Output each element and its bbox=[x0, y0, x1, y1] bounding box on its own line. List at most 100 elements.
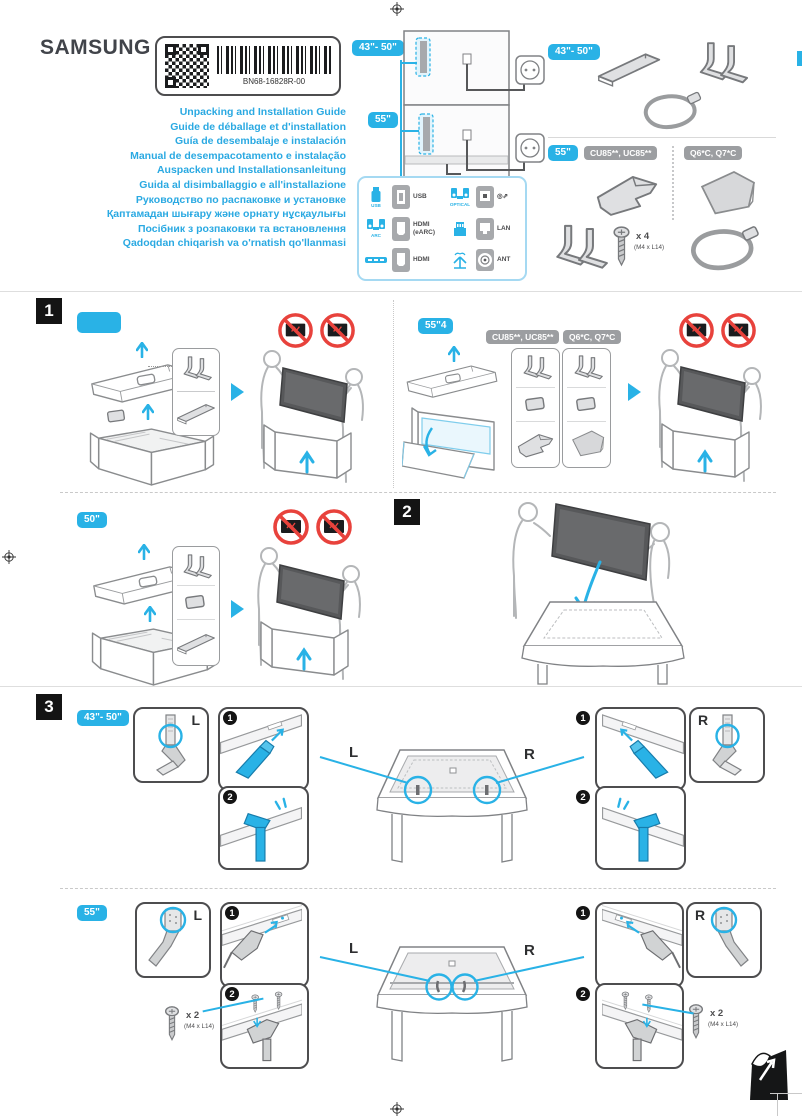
section-divider bbox=[0, 291, 802, 292]
registration-mark bbox=[390, 1102, 404, 1116]
section-divider bbox=[60, 888, 776, 889]
substep-1-badge: 1 bbox=[225, 906, 239, 920]
arc-speakers-icon: ARC bbox=[363, 218, 389, 238]
hdmi-port-icon bbox=[391, 247, 411, 273]
title-line: Қаптамадан шығару және орнату нұсқаулығы bbox=[106, 208, 346, 221]
registration-mark bbox=[390, 2, 404, 16]
right-marker-label: R bbox=[524, 942, 535, 959]
crop-mark bbox=[777, 1093, 778, 1116]
bracket-part-icon bbox=[517, 434, 554, 458]
divider bbox=[548, 137, 776, 138]
usb-device-icon: USB bbox=[363, 186, 389, 208]
stand-legs-icon bbox=[699, 42, 749, 84]
screw-icon bbox=[164, 1006, 180, 1041]
screw-icon bbox=[613, 226, 630, 266]
stand-legs-icon bbox=[556, 224, 608, 269]
qr-code-icon bbox=[165, 44, 209, 88]
right-marker-label: R bbox=[695, 907, 706, 923]
step-panel-2 bbox=[595, 983, 684, 1069]
plate-part-icon bbox=[701, 171, 755, 215]
barcode bbox=[217, 46, 331, 74]
model-badge-cu85: CU85**, UC85** bbox=[486, 330, 560, 344]
divider bbox=[672, 146, 674, 220]
callout-line bbox=[148, 366, 174, 367]
stand-leg-left-panel: L bbox=[135, 902, 211, 978]
screw-spec: (M4 x L14) bbox=[184, 1023, 215, 1030]
tv-back-diagram-55 bbox=[403, 104, 545, 184]
title-line: Manual de desempacotamento e instalação bbox=[130, 149, 346, 162]
title-line: Руководство по распаковке и установке bbox=[135, 193, 346, 206]
section-divider bbox=[0, 686, 802, 687]
substep-1-badge: 1 bbox=[223, 711, 237, 725]
accessories-size-badge-43-50: 43"- 50" bbox=[548, 44, 600, 60]
port-row-ant: ANT bbox=[445, 244, 529, 276]
screw-count: x 2 bbox=[710, 1008, 724, 1019]
screw-count: x 2 bbox=[186, 1010, 200, 1021]
title-line: Посібник з розпаковки та встановлення bbox=[137, 222, 346, 235]
port-row-hdmi-earc: ARC HDMI (eARC) bbox=[361, 213, 445, 245]
size-badge-55: 55" bbox=[368, 112, 398, 128]
title-list: Unpacking and Installation Guide Guide d… bbox=[60, 105, 346, 251]
stand-legs-icon bbox=[523, 355, 552, 380]
port-row-usb: USB USB bbox=[361, 181, 445, 213]
crop-mark bbox=[770, 1093, 802, 1094]
page-edge-mark bbox=[797, 51, 802, 66]
model-badge-q6: Q6*C, Q7*C bbox=[563, 330, 622, 344]
model-badge-q6: Q6*C, Q7*C bbox=[684, 146, 743, 160]
stand-leg-left-panel: L bbox=[133, 707, 209, 783]
hdmi-port-icon bbox=[391, 216, 411, 242]
wall-outlet-icon bbox=[515, 55, 545, 85]
step-2-number: 2 bbox=[394, 499, 420, 525]
substep-2-badge: 2 bbox=[576, 987, 590, 1001]
screw-spec: (M4 x L14) bbox=[634, 244, 665, 251]
screw-count: x 4 bbox=[636, 231, 650, 242]
accessories-43-50-parts bbox=[597, 42, 749, 130]
tv-back-diagram-43-50 bbox=[403, 30, 545, 106]
step-panel-2 bbox=[595, 786, 686, 870]
parts-panel-q6 bbox=[562, 348, 611, 468]
soundbar-icon bbox=[363, 255, 389, 265]
size-badge-55-variant: 55"4 bbox=[418, 318, 454, 334]
lan-plug-icon bbox=[447, 221, 473, 237]
insert-bracket-illustration bbox=[602, 904, 682, 969]
title-line: Qadoqdan chiqarish va o'rnatish qo'llanm… bbox=[122, 237, 346, 250]
page-turn-icon bbox=[750, 1050, 788, 1100]
section-divider bbox=[60, 492, 776, 493]
stand-slide-bar-icon bbox=[597, 53, 661, 87]
right-marker-label: R bbox=[698, 712, 709, 728]
size-badge-43-50: 43"- 50" bbox=[77, 710, 129, 726]
stand-legs-icon bbox=[574, 355, 603, 380]
parts-panel bbox=[172, 546, 220, 666]
right-marker-label: R bbox=[524, 746, 535, 763]
people-lifting-tv-illustration bbox=[657, 348, 763, 483]
stand-slide-bar-icon bbox=[177, 404, 215, 425]
size-badge-blank bbox=[77, 312, 121, 333]
lock-stand-illustration bbox=[602, 797, 684, 863]
substep-2-badge: 2 bbox=[576, 790, 590, 804]
substep-2-badge: 2 bbox=[225, 987, 239, 1001]
port-row-optical: OPTICAL ◎⇗ bbox=[445, 181, 529, 213]
left-marker-label: L bbox=[349, 744, 359, 761]
stand-legs-icon bbox=[183, 554, 212, 579]
stand-legs-icon bbox=[183, 356, 212, 381]
port-row-lan: LAN bbox=[445, 213, 529, 245]
title-line: Guía de desembalaje e instalación bbox=[175, 135, 346, 148]
play-arrow-icon bbox=[231, 600, 244, 618]
people-lifting-tv-illustration bbox=[259, 349, 365, 484]
accessories-size-badge-55: 55" bbox=[548, 145, 578, 161]
insert-stand-illustration bbox=[602, 713, 684, 780]
registration-mark bbox=[2, 550, 16, 564]
usb-port-icon bbox=[391, 184, 411, 210]
power-cord-icon bbox=[643, 90, 702, 130]
power-cord-icon bbox=[684, 224, 760, 276]
screw-stand-illustration bbox=[602, 985, 682, 1062]
optical-speakers-icon: OPTICAL bbox=[447, 187, 473, 207]
stand-leg-right-panel: R bbox=[689, 707, 765, 783]
port-row-hdmi: HDMI bbox=[361, 244, 445, 276]
product-label: BN68-16828R-00 bbox=[155, 36, 341, 96]
left-marker-label: L bbox=[193, 907, 202, 923]
substep-1-badge: 1 bbox=[576, 711, 590, 725]
ant-port-icon bbox=[475, 248, 495, 272]
small-part-icon bbox=[524, 396, 546, 412]
